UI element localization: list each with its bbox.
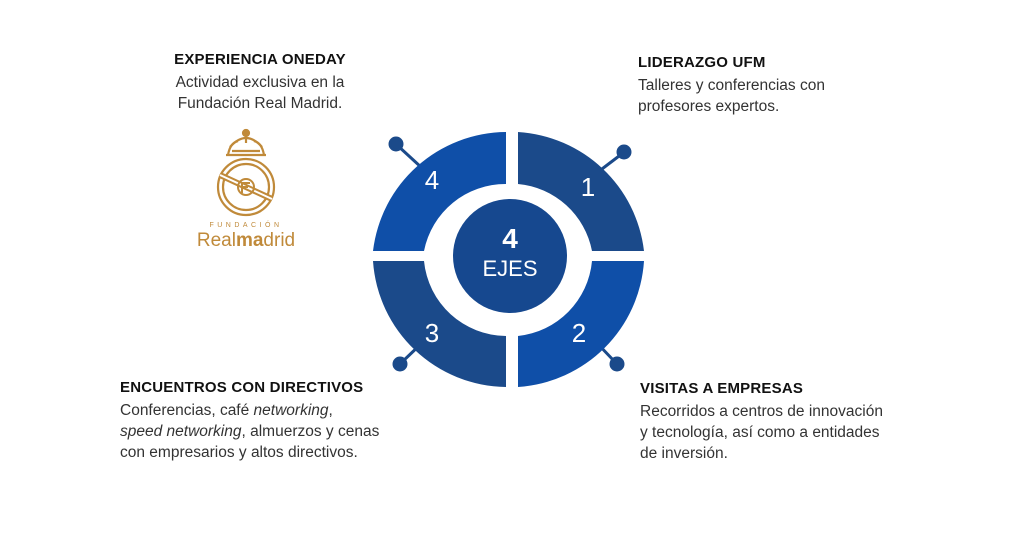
text-part: Conferencias, café bbox=[120, 402, 254, 419]
block-text: Actividad exclusiva en la bbox=[175, 74, 345, 91]
segment-4 bbox=[373, 132, 506, 251]
logo-fundacion-text: FUNDACIÓN bbox=[209, 222, 283, 229]
block-visitas-empresas: VISITAS A EMPRESAS Recorridos a centros … bbox=[640, 378, 940, 464]
connector-dot-4 bbox=[388, 136, 404, 152]
center-number: 4 bbox=[502, 223, 518, 254]
segment-2 bbox=[518, 261, 644, 387]
block-text: de inversión. bbox=[640, 445, 728, 462]
connector-dot-1 bbox=[616, 144, 632, 160]
logo-name-part-bold: ma bbox=[235, 230, 264, 251]
block-liderazgo-ufm: LIDERAZGO UFM Talleres y conferencias co… bbox=[638, 52, 938, 117]
block-text: Conferencias, café networking, bbox=[120, 400, 440, 421]
ejes-wheel: 1 2 3 4 4 EJES bbox=[373, 132, 644, 387]
block-title: VISITAS A EMPRESAS bbox=[640, 380, 804, 397]
block-text: Fundación Real Madrid. bbox=[177, 95, 343, 112]
center-label: EJES bbox=[482, 256, 537, 281]
text-part-italic: speed networking bbox=[120, 423, 242, 440]
segment-number-2: 2 bbox=[572, 318, 586, 348]
logo-wordmark: FUNDACIÓN Realmadrid bbox=[186, 222, 306, 252]
segment-number-1: 1 bbox=[581, 172, 595, 202]
text-part-italic: networking bbox=[253, 402, 329, 419]
block-text: con empresarios y altos directivos. bbox=[120, 444, 358, 461]
block-title: LIDERAZGO UFM bbox=[638, 54, 766, 71]
segment-number-4: 4 bbox=[425, 165, 439, 195]
fundacion-real-madrid-logo bbox=[216, 128, 276, 217]
connector-dot-2 bbox=[609, 356, 625, 372]
segment-number-3: 3 bbox=[425, 318, 439, 348]
block-title: EXPERIENCIA ONEDAY bbox=[174, 51, 346, 68]
block-text: Talleres y conferencias con bbox=[638, 77, 825, 94]
text-part: , almuerzos y cenas bbox=[241, 423, 380, 440]
block-text: Recorridos a centros de innovación bbox=[640, 403, 883, 420]
block-title: ENCUENTROS CON DIRECTIVOS bbox=[120, 379, 364, 396]
text-part: , bbox=[328, 402, 333, 419]
logo-name-part: Real bbox=[196, 230, 236, 251]
logo-name-part: drid bbox=[263, 230, 296, 251]
block-text: y tecnología, así como a entidades bbox=[640, 424, 880, 441]
center-circle bbox=[453, 199, 567, 313]
segment-3 bbox=[373, 261, 506, 387]
segment-1 bbox=[518, 132, 644, 251]
block-encuentros-directivos: ENCUENTROS CON DIRECTIVOS Conferencias, … bbox=[120, 377, 440, 463]
block-text: speed networking, almuerzos y cenas bbox=[120, 421, 440, 442]
block-text: profesores expertos. bbox=[638, 98, 780, 115]
connector-dot-3 bbox=[392, 356, 408, 372]
block-experiencia-oneday: EXPERIENCIA ONEDAY Actividad exclusiva e… bbox=[120, 49, 400, 114]
logo-name-text: Realmadrid bbox=[186, 230, 306, 252]
